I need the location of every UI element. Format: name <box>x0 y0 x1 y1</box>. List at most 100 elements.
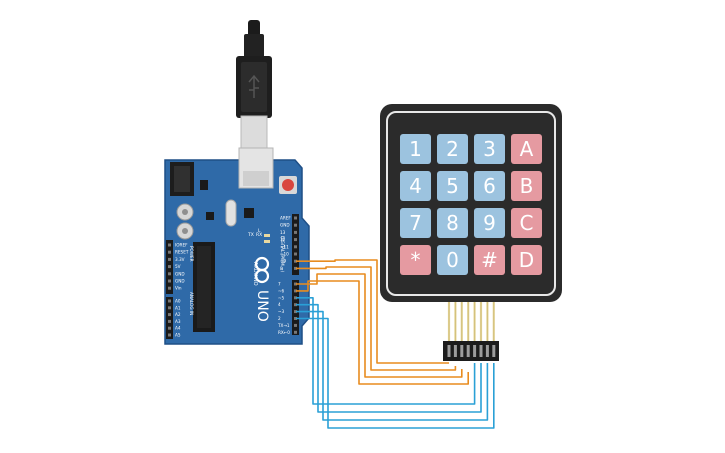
wire-blue[interactable] <box>296 310 489 421</box>
capacitor-2-top <box>182 228 188 234</box>
digital-pin-hole[interactable] <box>294 296 297 300</box>
keypad-key-cap[interactable] <box>474 245 505 275</box>
power-pin-hole[interactable] <box>168 243 171 247</box>
digital-pin-hole[interactable] <box>294 259 297 263</box>
keypad-key-cap[interactable] <box>400 208 431 238</box>
keypad-key-cap[interactable] <box>400 134 431 164</box>
keypad-key[interactable]: 3 <box>474 134 505 164</box>
digital-pin-hole[interactable] <box>294 317 297 320</box>
digital-header-top[interactable] <box>292 214 299 275</box>
analog-pin-hole[interactable] <box>168 306 171 310</box>
power-pin-hole[interactable] <box>168 265 171 269</box>
analog-pin-hole[interactable] <box>168 326 171 330</box>
analog-pin-hole[interactable] <box>168 313 171 317</box>
keypad-key[interactable]: 0 <box>437 245 468 275</box>
digital-pin-hole[interactable] <box>294 245 297 249</box>
reset-button[interactable] <box>282 179 294 191</box>
digital-pin-hole[interactable] <box>294 303 297 307</box>
power-pin-hole[interactable] <box>168 279 171 283</box>
digital-header-pins <box>294 216 297 334</box>
digital-pin-hole[interactable] <box>294 266 297 270</box>
keypad-key[interactable]: 1 <box>400 134 431 164</box>
digital-pin-hole[interactable] <box>294 230 297 234</box>
keypad-connector[interactable] <box>443 341 499 361</box>
keypad-key-label: 8 <box>446 211 459 235</box>
analog-pin-label: A4 <box>175 326 181 331</box>
power-pin-hole[interactable] <box>168 286 171 290</box>
connector-pin[interactable] <box>453 345 457 357</box>
power-pin-hole[interactable] <box>168 250 171 254</box>
keypad-key-cap[interactable] <box>511 208 542 238</box>
wire-orange[interactable] <box>296 266 457 371</box>
keypad-key-cap[interactable] <box>474 171 505 201</box>
digital-pin-hole[interactable] <box>294 289 297 293</box>
usb-plug-metal <box>240 115 268 151</box>
keypad-key[interactable]: C <box>511 208 542 238</box>
keypad-key-cap[interactable] <box>511 134 542 164</box>
keypad-key[interactable]: B <box>511 171 542 201</box>
analog-pin-hole[interactable] <box>168 333 171 337</box>
keypad-key-cap[interactable] <box>400 171 431 201</box>
wire-orange[interactable] <box>296 273 463 378</box>
connector-pin[interactable] <box>460 345 464 357</box>
keypad-key[interactable]: 9 <box>474 208 505 238</box>
digital-pin-label: ~3 <box>278 309 285 314</box>
connector-pin[interactable] <box>447 345 451 357</box>
digital-pin-hole[interactable] <box>294 323 297 327</box>
keypad-key-label: A <box>520 137 534 161</box>
digital-pin-hole[interactable] <box>294 310 297 314</box>
keypad-key-cap[interactable] <box>437 171 468 201</box>
wire-orange[interactable] <box>296 280 469 385</box>
keypad-key[interactable]: 8 <box>437 208 468 238</box>
digital-pin-hole[interactable] <box>294 223 297 227</box>
digital-pin-hole[interactable] <box>294 238 297 242</box>
keypad-key-cap[interactable] <box>511 171 542 201</box>
keypad-key-cap[interactable] <box>437 245 468 275</box>
power-header-pins <box>168 243 171 290</box>
keypad-key-cap[interactable] <box>511 245 542 275</box>
keypad-key[interactable]: 2 <box>437 134 468 164</box>
connector-pin[interactable] <box>473 345 477 357</box>
wire-blue[interactable] <box>296 303 482 413</box>
keypad-key-cap[interactable] <box>437 208 468 238</box>
dc-power-jack-inner <box>174 166 190 192</box>
keypad-key[interactable]: 5 <box>437 171 468 201</box>
keypad-key[interactable]: A <box>511 134 542 164</box>
arduino-uno-board[interactable]: TX RX L ARDUINO UNO POWER ANALOG IN DIGI… <box>164 147 310 345</box>
usb-b-socket-inner <box>243 171 269 186</box>
analog-header[interactable] <box>166 297 173 339</box>
connector-pin[interactable] <box>492 345 496 357</box>
keypad-key[interactable]: # <box>474 245 505 275</box>
digital-header-bottom[interactable] <box>292 280 299 335</box>
keypad-key-cap[interactable] <box>437 134 468 164</box>
digital-pin-hole[interactable] <box>294 330 297 334</box>
digital-pin-hole[interactable] <box>294 282 297 286</box>
power-pin-label: GND <box>175 279 185 284</box>
keypad-key-cap[interactable] <box>474 208 505 238</box>
wire-orange[interactable] <box>296 259 449 364</box>
analog-pin-hole[interactable] <box>168 299 171 303</box>
power-pin-hole[interactable] <box>168 272 171 276</box>
keypad-key-cap[interactable] <box>400 245 431 275</box>
connector-pin[interactable] <box>485 345 489 357</box>
keypad-key[interactable]: 4 <box>400 171 431 201</box>
digital-pin-hole[interactable] <box>294 216 297 220</box>
wire-blue[interactable] <box>296 317 495 429</box>
keypad-key[interactable]: 7 <box>400 208 431 238</box>
analog-pin-hole[interactable] <box>168 319 171 323</box>
connector-pin[interactable] <box>466 345 470 357</box>
digital-pin-label: ~11 <box>280 244 289 249</box>
digital-pin-hole[interactable] <box>294 252 297 256</box>
keypad-key[interactable]: 6 <box>474 171 505 201</box>
keypad-key[interactable]: D <box>511 245 542 275</box>
digital-pin-label: GND <box>280 223 290 228</box>
keypad-key[interactable]: * <box>400 245 431 275</box>
keypad-key-label: 3 <box>483 137 496 161</box>
wire-blue[interactable] <box>296 297 476 405</box>
keypad-key-cap[interactable] <box>474 134 505 164</box>
connector-pin[interactable] <box>479 345 483 357</box>
power-pin-hole[interactable] <box>168 257 171 261</box>
usb-icon <box>248 74 260 98</box>
